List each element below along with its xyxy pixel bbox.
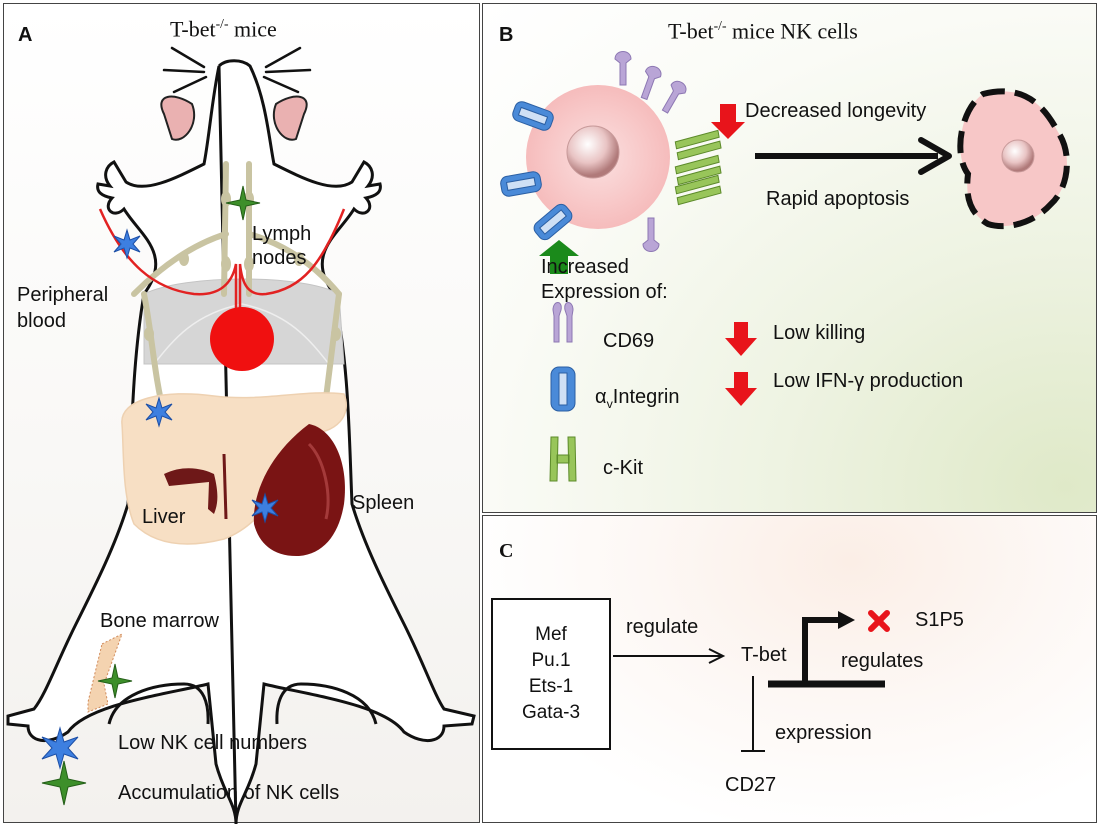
label-lymph-nodes: Lymph nodes (252, 223, 312, 269)
panel-letter: B (499, 24, 514, 46)
apoptosis-arrow-head-icon (918, 137, 952, 175)
cd69-icon (552, 302, 574, 343)
label-cd69: CD69 (603, 330, 655, 352)
legend-blue-star-icon (41, 726, 79, 770)
low-nk-marker-spleen (251, 492, 279, 524)
panel-a: A T-bet-/- mice Lymph nodes Peripheral b… (3, 3, 480, 825)
label-bone-marrow: Bone marrow (100, 610, 219, 632)
label-tbet: T-bet (741, 644, 787, 666)
label-cd27: CD27 (725, 774, 777, 796)
regulation-diagram (613, 610, 890, 752)
legend-low-nk: Low NK cell numbers (118, 732, 307, 754)
label-ckit: c-Kit (603, 457, 643, 479)
factor-pu1: Pu.1 (531, 650, 571, 671)
nk-cell-nucleus (566, 125, 620, 179)
accumulation-marker-bone (97, 663, 133, 699)
spleen (253, 424, 345, 557)
legend-green-star-icon (41, 760, 87, 806)
label-increased-expression: Increased Expression of: (541, 256, 668, 303)
label-regulate: regulate (626, 616, 699, 638)
label-decreased-longevity: Decreased longevity (745, 100, 927, 122)
nk-cell-illustration (500, 51, 1070, 482)
legend-accumulation: Accumulation of NK cells (118, 782, 340, 804)
transcription-factors-box: Mef Pu.1 Ets-1 Gata-3 (491, 598, 611, 750)
label-low-killing: Low killing (773, 322, 866, 344)
label-regulates: regulates (841, 650, 924, 672)
label-s1p5: S1P5 (915, 609, 964, 631)
heart (210, 307, 274, 371)
label-low-ifn: Low IFN-γ production (773, 370, 964, 392)
panel-title: T-bet-/- mice (170, 16, 277, 42)
label-rapid-apoptosis: Rapid apoptosis (766, 188, 910, 210)
accumulation-marker-lymph (225, 185, 261, 221)
factor-ets1: Ets-1 (528, 676, 574, 697)
panel-c: C Mef Pu.1 Ets-1 Gata-3 regulate T-bet S… (482, 515, 1097, 823)
up-arrow-increased-icon (539, 240, 579, 274)
panel-letter: C (499, 540, 514, 562)
down-arrow-low-killing-icon (725, 322, 757, 356)
integrin-icon (550, 366, 576, 412)
label-peripheral-blood: Peripheral blood (17, 284, 109, 332)
panel-b: B T-bet-/- mice NK cells Decreased longe… (482, 3, 1097, 513)
blocked-x-icon (868, 610, 890, 632)
down-arrow-low-ifn-icon (725, 372, 757, 406)
label-integrin: αvIntegrin (595, 386, 680, 411)
bone-marrow (87, 632, 123, 713)
mouse-illustration (6, 46, 476, 825)
factor-mef: Mef (535, 624, 567, 645)
promoter-arrow-head-icon (838, 611, 855, 629)
panel-letter: A (18, 24, 33, 46)
label-spleen: Spleen (352, 492, 415, 514)
label-liver: Liver (142, 506, 186, 528)
panel-title: T-bet-/- mice NK cells (668, 18, 858, 44)
label-expression: expression (775, 722, 872, 744)
regulate-arrow-head-icon (708, 648, 726, 664)
factor-gata3: Gata-3 (521, 702, 581, 723)
low-nk-marker-blood (113, 228, 141, 260)
ckit-icon (549, 436, 577, 482)
down-arrow-longevity-icon (711, 104, 745, 139)
low-nk-marker-liver (145, 396, 173, 428)
